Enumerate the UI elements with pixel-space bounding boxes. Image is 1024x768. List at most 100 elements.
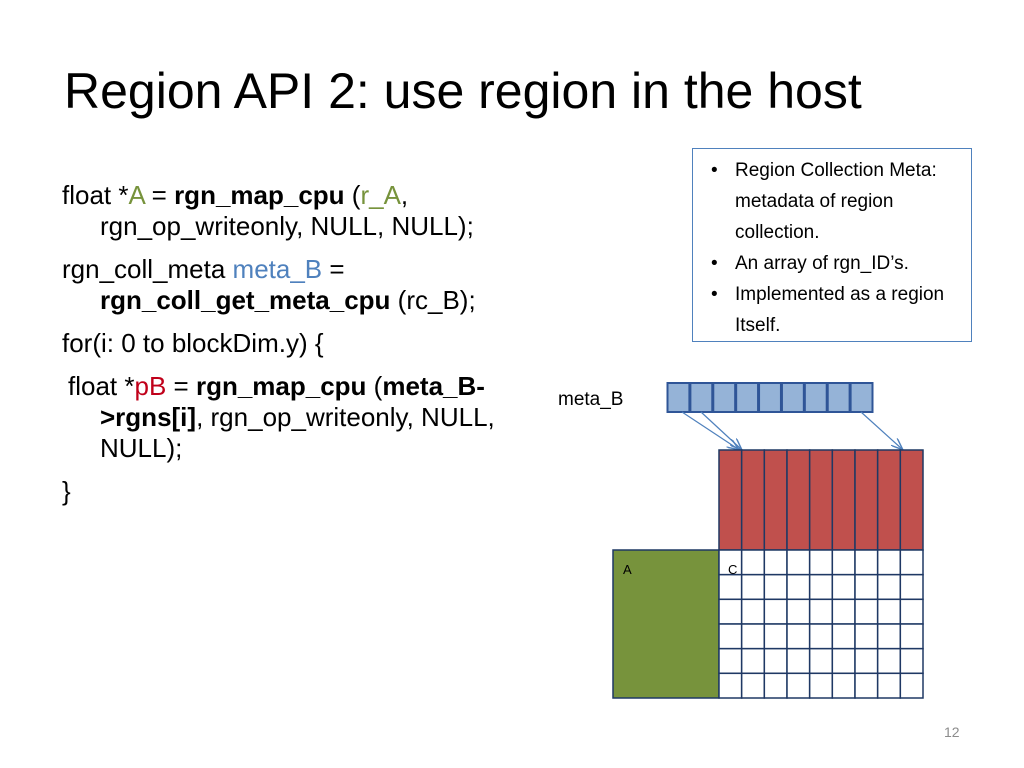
- var-a: A: [128, 180, 145, 210]
- region-column: [740, 449, 766, 551]
- code-text: (rc_B);: [390, 285, 476, 315]
- meta-b-cell: [666, 382, 691, 413]
- code-text: (: [344, 180, 361, 210]
- code-text: =: [144, 180, 175, 210]
- code-text: rgn_coll_meta: [62, 254, 233, 284]
- grid-cell: [718, 573, 743, 601]
- matrix-a-block: [612, 549, 720, 699]
- fn-rgn-map-cpu: rgn_map_cpu: [195, 371, 367, 401]
- grid-cell: [786, 573, 811, 601]
- meta-b-cell: [735, 382, 760, 413]
- code-line-get-meta: rgn_coll_meta meta_B = rgn_coll_get_meta…: [62, 254, 532, 316]
- grid-cell: [718, 647, 743, 675]
- grid-cell: [854, 672, 879, 699]
- region-column: [718, 449, 743, 551]
- grid-cell: [876, 573, 902, 601]
- region-column: [786, 449, 811, 551]
- grid-cell: [808, 573, 834, 601]
- grid-cell: [854, 647, 879, 675]
- grid-cell: [899, 598, 924, 625]
- grid-cell: [740, 647, 766, 675]
- region-column: [831, 449, 856, 551]
- grid-cell: [899, 647, 924, 675]
- code-text: =: [322, 254, 345, 284]
- grid-cell: [899, 573, 924, 601]
- code-text: (: [366, 371, 383, 401]
- code-text: =: [166, 371, 196, 401]
- meta-b-label: meta_B: [558, 389, 624, 410]
- grid-cell: [740, 598, 766, 625]
- grid-cell: [854, 598, 879, 625]
- arrow-line: [681, 411, 738, 449]
- matrix-c-grid: [718, 549, 924, 699]
- region-column: [808, 449, 834, 551]
- grid-cell: [808, 623, 834, 650]
- meta-b-cell: [689, 382, 714, 413]
- note-item: Implemented as a region Itself.: [703, 279, 961, 341]
- grid-cell: [786, 549, 811, 576]
- grid-cell: [786, 647, 811, 675]
- grid-cell: [808, 549, 834, 576]
- grid-cell: [808, 598, 834, 625]
- grid-cell: [786, 623, 811, 650]
- grid-cell: [718, 672, 743, 699]
- region-column: [854, 449, 879, 551]
- grid-cell: [854, 573, 879, 601]
- grid-cell: [831, 549, 856, 576]
- grid-cell: [854, 549, 879, 576]
- meta-b-cell: [826, 382, 851, 413]
- grid-cell: [763, 598, 788, 625]
- grid-cell: [876, 647, 902, 675]
- grid-cell: [763, 672, 788, 699]
- grid-cell: [740, 623, 766, 650]
- grid-cell: [876, 672, 902, 699]
- grid-cell: [831, 598, 856, 625]
- grid-cell: [831, 672, 856, 699]
- grid-cell: [740, 549, 766, 576]
- grid-cell: [740, 672, 766, 699]
- grid-cell: [763, 647, 788, 675]
- meta-b-array: [666, 382, 874, 413]
- code-line-for: for(i: 0 to blockDim.y) {: [62, 328, 532, 359]
- var-pb: pB: [134, 371, 167, 401]
- fn-rgn-map-cpu: rgn_map_cpu: [174, 180, 345, 210]
- note-box: Region Collection Meta: metadata of regi…: [692, 148, 972, 342]
- meta-b-cell: [803, 382, 828, 413]
- meta-b-cell: [758, 382, 782, 413]
- meta-arrows: [681, 411, 902, 449]
- grid-cell: [763, 549, 788, 576]
- grid-cell: [718, 598, 743, 625]
- region-column: [763, 449, 788, 551]
- code-text: , rgn_op_writeonly, NULL, NULL);: [100, 180, 474, 241]
- grid-cell: [876, 549, 902, 576]
- code-text: float *: [62, 180, 129, 210]
- grid-cell: [876, 623, 902, 650]
- grid-cell: [854, 623, 879, 650]
- code-line-map-a: float *A = rgn_map_cpu (r_A, rgn_op_writ…: [62, 180, 532, 242]
- grid-cell: [899, 623, 924, 650]
- note-item: An array of rgn_ID’s.: [703, 248, 961, 279]
- grid-cell: [808, 647, 834, 675]
- code-text: , rgn_op_writeonly, NULL, NULL);: [100, 402, 495, 463]
- label-a: A: [623, 562, 632, 577]
- meta-b-cell: [780, 382, 805, 413]
- arrow-line: [860, 411, 902, 449]
- code-line-close: }: [62, 476, 532, 507]
- grid-cell: [808, 672, 834, 699]
- meta-b-cell: [712, 382, 737, 413]
- expr-meta-b-rgns: meta_B->rgns[i]: [100, 371, 485, 432]
- note-item: Region Collection Meta: metadata of regi…: [703, 155, 961, 248]
- grid-cell: [763, 573, 788, 601]
- grid-cell: [831, 623, 856, 650]
- grid-cell: [740, 573, 766, 601]
- code-text: for(i: 0 to blockDim.y) {: [62, 328, 324, 358]
- region-column: [899, 449, 924, 551]
- grid-cell: [786, 598, 811, 625]
- fn-rgn-coll-get-meta-cpu: rgn_coll_get_meta_cpu: [100, 285, 391, 315]
- code-text: }: [62, 476, 71, 506]
- code-text: float *: [68, 371, 135, 401]
- label-c: C: [728, 562, 737, 577]
- var-r-a: r_A: [360, 180, 401, 210]
